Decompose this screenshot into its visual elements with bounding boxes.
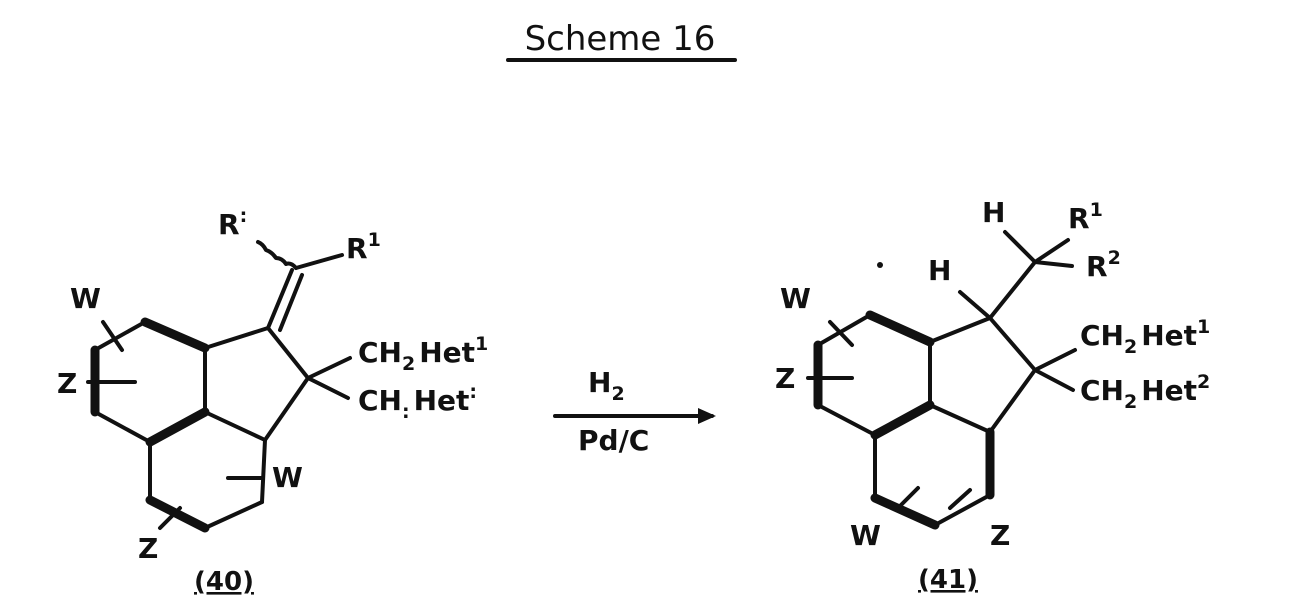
- compound-40-z-left: Z: [57, 367, 77, 400]
- compound-41-h-ring: H: [928, 254, 951, 287]
- compound-40-r-top-left: R:: [218, 205, 247, 241]
- compound-41-r1: R1: [1068, 199, 1103, 235]
- compound-41-w-top: W: [780, 282, 811, 315]
- compound-41-ch2het1: CH2Het1: [1080, 316, 1210, 358]
- compound-41-r2: R2: [1086, 247, 1121, 283]
- compound-41-z-left: Z: [775, 362, 795, 395]
- compound-41-z-bottom: Z: [990, 519, 1010, 552]
- compound-41-h-top: H: [982, 196, 1005, 229]
- reaction-arrow-head: [698, 408, 716, 424]
- compound-40-ch2het2: CH:Het:: [358, 381, 477, 423]
- reagent-pd-c: Pd/C: [578, 424, 649, 457]
- compound-40-r1: R1: [346, 229, 381, 265]
- compound-40-ch2het1: CH2Het1: [358, 333, 488, 375]
- compound-41-w-bottom: W: [850, 519, 881, 552]
- compound-41-ch2het2: CH2Het2: [1080, 371, 1210, 413]
- reagent-h2: H2: [588, 366, 625, 405]
- compound-40-w-top: W: [70, 282, 101, 315]
- scheme-title: Scheme 16: [525, 19, 716, 59]
- compound-41-label: (41): [918, 565, 978, 595]
- compound-40-label: (40): [194, 567, 254, 597]
- compound-40-z-bottom: Z: [138, 532, 158, 565]
- compound-40-w-right: W: [272, 461, 303, 494]
- stray-dot: [877, 262, 883, 268]
- compound-40-structure: [88, 242, 350, 528]
